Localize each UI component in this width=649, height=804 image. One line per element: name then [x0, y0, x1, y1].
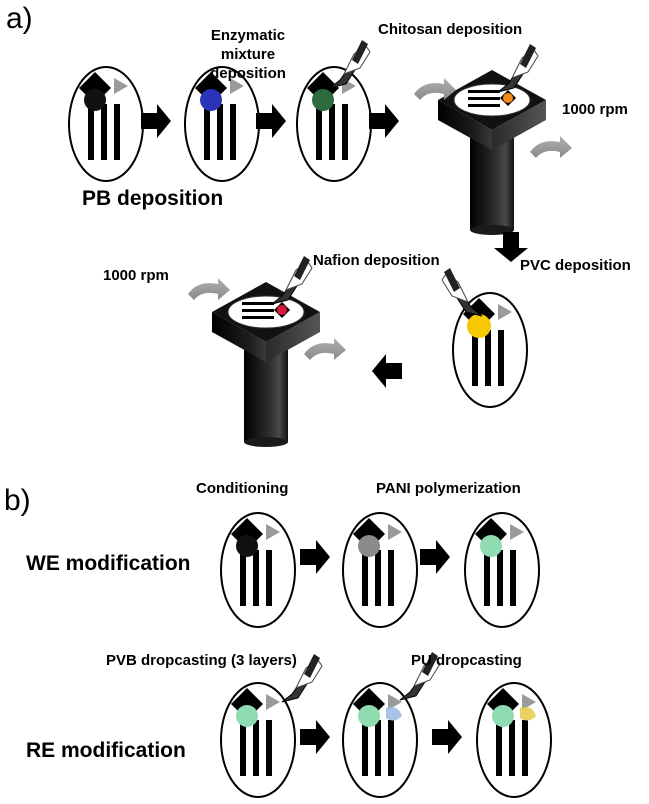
membrane-pvb — [386, 707, 402, 721]
drop-we-initial — [236, 535, 258, 557]
electrode-re-pu — [476, 682, 552, 798]
rotation-arrow-a2-left — [188, 278, 230, 300]
drop-re-pu — [492, 705, 514, 727]
label-pani: PANI polymerization — [376, 480, 521, 497]
label-re-modification: RE modification — [26, 739, 186, 762]
drop-conditioning — [358, 535, 380, 557]
drop-pvc — [467, 314, 491, 338]
panel-label-a: a) — [6, 2, 33, 35]
label-rpm-2: 1000 rpm — [103, 267, 169, 284]
arrow-b1 — [300, 540, 330, 574]
panel-label-b: b) — [4, 484, 31, 517]
label-pvb: PVB dropcasting (3 layers) — [106, 652, 297, 669]
arrow-b2 — [420, 540, 450, 574]
drop-chitosan-spin — [503, 93, 513, 103]
electrode-we-pani — [464, 512, 540, 628]
drop-enzymatic — [200, 89, 222, 111]
electrode-re-initial — [220, 682, 296, 798]
rotation-arrow-a1-right — [530, 136, 572, 158]
rotation-arrow-a2-right — [304, 338, 346, 360]
label-pvc: PVC deposition — [520, 257, 631, 274]
label-enzymatic: Enzymatic mixture deposition — [210, 27, 286, 82]
drop-pb — [84, 89, 106, 111]
drop-pani — [480, 535, 502, 557]
spin-coater-nafion — [211, 281, 321, 448]
drop-nafion — [277, 305, 287, 315]
label-pb: PB deposition — [82, 187, 224, 210]
label-chitosan: Chitosan deposition — [378, 21, 523, 38]
membrane-pu — [520, 707, 536, 721]
drop-chitosan — [312, 89, 334, 111]
electrode-re-pvb — [342, 682, 418, 798]
arrow-left — [372, 354, 402, 388]
electrode-we-initial — [220, 512, 296, 628]
arrow-b4 — [432, 720, 462, 754]
arrow-a1 — [141, 104, 171, 138]
label-nafion: Nafion deposition — [313, 252, 440, 269]
spin-coater-chitosan — [437, 69, 547, 236]
label-conditioning: Conditioning — [196, 480, 289, 497]
arrow-b3 — [300, 720, 330, 754]
electrode-pvc — [452, 292, 528, 408]
electrode-pb — [68, 66, 144, 182]
label-we-modification: WE modification — [26, 552, 191, 575]
electrode-enzymatic — [184, 66, 260, 182]
electrode-we-conditioned — [342, 512, 418, 628]
arrow-a3 — [369, 104, 399, 138]
arrow-a2 — [256, 104, 286, 138]
drop-re-initial — [236, 705, 258, 727]
drop-re-pvb — [358, 705, 380, 727]
label-pu: PU dropcasting — [411, 652, 522, 669]
electrode-chitosan — [296, 66, 372, 182]
label-rpm-1: 1000 rpm — [562, 101, 628, 118]
